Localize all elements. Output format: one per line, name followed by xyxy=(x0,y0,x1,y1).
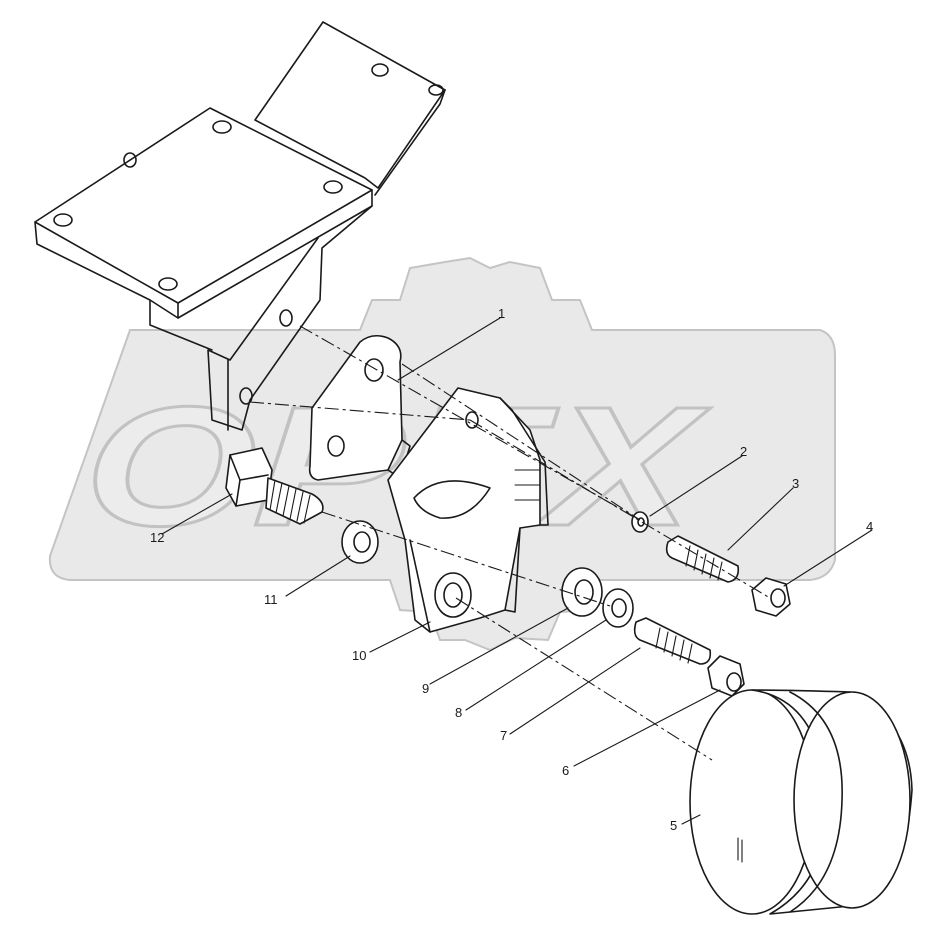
part-4-nut xyxy=(751,577,791,617)
callout-4: 4 xyxy=(866,519,873,534)
callout-11: 11 xyxy=(264,592,278,607)
part-3-stud xyxy=(665,535,740,583)
callout-6: 6 xyxy=(562,763,569,778)
leader-lines xyxy=(161,317,873,825)
callout-10: 10 xyxy=(352,648,366,663)
part-12-bolt xyxy=(225,447,324,525)
callout-12: 12 xyxy=(150,530,164,545)
part-8-washer xyxy=(602,588,634,628)
part-11-washer xyxy=(341,520,379,564)
part-9-washer xyxy=(561,567,603,617)
callout-3: 3 xyxy=(792,476,799,491)
callout-9: 9 xyxy=(422,681,429,696)
part-7-stud xyxy=(633,617,712,665)
part-2-washer xyxy=(631,511,649,533)
part-5-pad xyxy=(689,689,913,915)
callout-8: 8 xyxy=(455,705,462,720)
callout-1: 1 xyxy=(498,306,505,321)
part-10-lever xyxy=(387,387,549,633)
assembly-axes xyxy=(249,325,771,761)
mounting-bracket xyxy=(34,21,446,431)
callout-7: 7 xyxy=(500,728,507,743)
part-6-nut xyxy=(707,655,745,697)
callout-5: 5 xyxy=(670,818,677,833)
callout-2: 2 xyxy=(740,444,747,459)
callouts: 1 2 3 4 5 6 7 8 9 10 11 12 xyxy=(150,306,873,833)
